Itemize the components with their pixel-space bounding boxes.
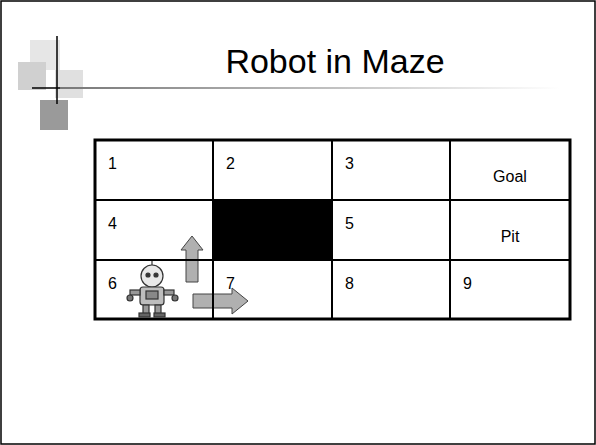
maze-cell: 3 — [332, 140, 450, 200]
maze-cell: Pit — [450, 200, 570, 260]
maze-cell: 8 — [332, 260, 450, 319]
cell-number: 8 — [333, 261, 354, 318]
deco-line — [56, 36, 58, 104]
maze-cell: 4 — [95, 200, 213, 260]
deco-square — [55, 70, 83, 98]
cell-number: 1 — [96, 141, 117, 199]
cell-number: 4 — [96, 201, 117, 259]
maze-cell: 2 — [213, 140, 332, 200]
cell-number: 7 — [214, 261, 235, 318]
deco-square — [40, 100, 68, 130]
cell-number: 6 — [96, 261, 117, 318]
cell-number: 5 — [333, 201, 354, 259]
slide-title: Robot in Maze — [180, 42, 490, 81]
cell-number: 2 — [214, 141, 235, 199]
maze-cell: 9 — [450, 260, 570, 319]
cell-label: Pit — [501, 222, 520, 246]
maze-border — [95, 140, 570, 319]
deco-square — [18, 62, 46, 90]
move-arrow — [193, 288, 248, 314]
cell-number: 3 — [333, 141, 354, 199]
title-rule — [60, 87, 560, 89]
maze-cell: 6 — [95, 260, 213, 319]
maze-cell: Goal — [450, 140, 570, 200]
maze-cell: 1 — [95, 140, 213, 200]
cell-label: Goal — [493, 162, 527, 186]
wall-cell — [213, 200, 332, 260]
robot-figure — [127, 261, 178, 317]
maze-cell: 7 — [213, 260, 332, 319]
move-arrow — [181, 236, 203, 282]
cell-number: 9 — [451, 261, 472, 318]
maze-cell: 5 — [332, 200, 450, 260]
